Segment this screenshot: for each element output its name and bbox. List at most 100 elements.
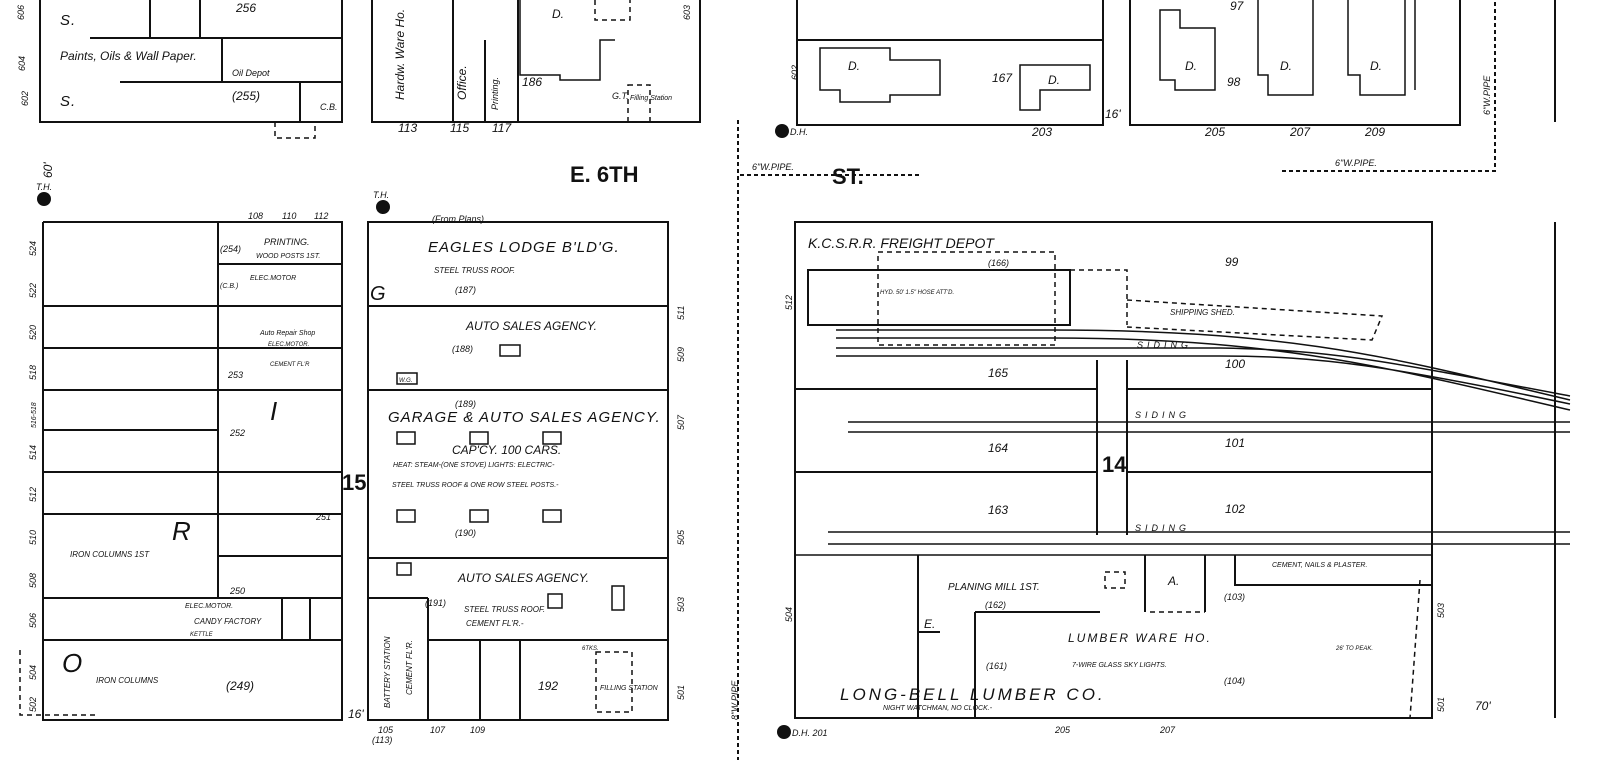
address-label: 504 bbox=[28, 665, 38, 680]
address-label: 508 bbox=[28, 573, 38, 588]
occupancy-label: (C.B.) bbox=[220, 283, 238, 290]
building-number: 163 bbox=[988, 503, 1008, 517]
address-label: 207 bbox=[1289, 125, 1311, 139]
address-label: 112 bbox=[314, 211, 328, 221]
building-number: 167 bbox=[992, 71, 1013, 85]
occupancy-label: STEEL TRUSS ROOF & ONE ROW STEEL POSTS.- bbox=[392, 482, 559, 489]
street-width: 60' bbox=[41, 162, 55, 178]
occupancy-label: LONG-BELL LUMBER CO. bbox=[840, 685, 1106, 704]
address-label: 512 bbox=[784, 295, 794, 310]
building-number: 102 bbox=[1225, 502, 1245, 516]
address-label: 108 bbox=[248, 211, 263, 221]
occupancy-label: E. bbox=[924, 617, 935, 631]
building-number: (255) bbox=[232, 89, 260, 103]
address-label: 113 bbox=[398, 121, 417, 135]
address-label: 503 bbox=[1436, 603, 1446, 618]
building-number: (188) bbox=[452, 344, 473, 354]
occupancy-label: Paints, Oils & Wall Paper. bbox=[60, 49, 197, 63]
address-label: 505 bbox=[676, 529, 686, 545]
occupancy-label: Hardw. Ware Ho. bbox=[393, 9, 407, 100]
occupancy-label: CANDY FACTORY bbox=[194, 617, 262, 626]
occupancy-label: Oil Depot bbox=[232, 68, 270, 78]
address-label: 203 bbox=[1031, 125, 1052, 139]
occupancy-label: CEMENT FL'R. bbox=[405, 640, 414, 695]
occupancy-label: Auto Repair Shop bbox=[259, 330, 315, 337]
hydrant-label: T.H. bbox=[373, 190, 389, 200]
building-number: (190) bbox=[455, 528, 476, 538]
occupancy-label: CEMENT, NAILS & PLASTER. bbox=[1272, 562, 1367, 569]
address-label: 115 bbox=[450, 121, 469, 135]
building-number: 192 bbox=[538, 679, 558, 693]
note-label: (From Plans) bbox=[432, 214, 484, 224]
occupancy-label: FILLING STATION bbox=[600, 685, 659, 692]
occupancy-label: Printing. bbox=[490, 77, 500, 110]
note-label: NIGHT WATCHMAN, NO CLOCK.- bbox=[883, 705, 993, 712]
alley-width: 16' bbox=[1105, 107, 1121, 121]
occupancy-label: D. bbox=[848, 59, 860, 73]
address-label: 207 bbox=[1159, 725, 1176, 735]
hydrant-icon bbox=[775, 124, 789, 138]
address-label: 107 bbox=[430, 725, 446, 735]
address-label: 506 bbox=[28, 613, 38, 628]
occupancy-label: SHIPPING SHED. bbox=[1170, 308, 1235, 317]
address-label: 205 bbox=[1054, 725, 1071, 735]
occupancy-label: D. bbox=[1280, 59, 1292, 73]
building-number: (191) bbox=[425, 598, 446, 608]
street-name: E. 6TH bbox=[570, 162, 638, 187]
occupancy-label: 6TKS. bbox=[582, 646, 599, 652]
block-letter: G bbox=[370, 283, 386, 305]
street-name: ST. bbox=[832, 164, 864, 189]
building-number: (249) bbox=[226, 679, 254, 693]
building-number: 253 bbox=[227, 370, 243, 380]
block-letter: O bbox=[62, 648, 82, 678]
note-label: 26' TO PEAK. bbox=[1335, 646, 1373, 652]
occupancy-label: CEMENT FL'R.- bbox=[466, 619, 524, 628]
street-e6th: E. 6TH ST. 60' 6"W.PIPE. 6"W.PIPE. 6"W.P… bbox=[41, 0, 1496, 760]
address-label: 516-518 bbox=[31, 402, 38, 428]
block-number: 14 bbox=[1102, 452, 1127, 477]
address-label: (113) bbox=[372, 735, 392, 745]
address-label: 522 bbox=[28, 283, 38, 298]
address-label: 606 bbox=[16, 5, 26, 20]
building-number: 256 bbox=[235, 1, 256, 15]
building-number: 97 bbox=[1230, 0, 1245, 13]
occupancy-label: D. bbox=[1370, 59, 1382, 73]
occupancy-label: IRON COLUMNS 1ST bbox=[70, 550, 150, 559]
building-number: (189) bbox=[455, 399, 476, 409]
street-width: 70' bbox=[1475, 699, 1491, 713]
occupancy-label: S. bbox=[60, 93, 76, 110]
water-pipe-label: 6"W.PIPE. bbox=[752, 162, 794, 172]
occupancy-label: EAGLES LODGE B'LD'G. bbox=[428, 239, 620, 256]
address-label: 514 bbox=[28, 445, 38, 460]
occupancy-label: IRON COLUMNS bbox=[96, 676, 159, 685]
occupancy-label: D. bbox=[552, 7, 564, 21]
siding-label: SIDING bbox=[1135, 410, 1190, 420]
address-label: 209 bbox=[1364, 125, 1385, 139]
occupancy-label: C.B. bbox=[320, 102, 338, 112]
building-number: 164 bbox=[988, 441, 1008, 455]
occupancy-label: HEAT: STEAM-(ONE STOVE) LIGHTS: ELECTRIC… bbox=[393, 462, 555, 469]
siding-label: SIDING bbox=[1137, 340, 1192, 350]
address-label: 602 bbox=[20, 91, 30, 106]
address-label: 109 bbox=[470, 725, 485, 735]
occupancy-label: Filling Station bbox=[630, 95, 672, 102]
occupancy-label: Office. bbox=[455, 65, 469, 100]
address-label: 507 bbox=[676, 414, 686, 430]
occupancy-label: GARAGE & AUTO SALES AGENCY. bbox=[388, 409, 661, 426]
water-pipe-label: 6"W.PIPE. bbox=[1335, 158, 1377, 168]
occupancy-label: STEEL TRUSS ROOF. bbox=[434, 266, 515, 275]
siding-label: SIDING bbox=[1135, 523, 1190, 533]
address-label: 117 bbox=[492, 121, 512, 135]
occupancy-label: PRINTING. bbox=[264, 237, 310, 247]
building-number: (187) bbox=[455, 285, 476, 295]
address-label: 518 bbox=[28, 365, 38, 380]
hydrant-label: T.H. bbox=[36, 182, 52, 192]
address-label: 510 bbox=[28, 530, 38, 545]
address-label: 512 bbox=[28, 487, 38, 502]
address-label: 501 bbox=[676, 685, 686, 700]
occupancy-label: AUTO SALES AGENCY. bbox=[457, 571, 589, 585]
address-label: 503 bbox=[676, 597, 686, 612]
address-label: 604 bbox=[17, 56, 27, 71]
address-label: 524 bbox=[28, 241, 38, 256]
block-right: K.C.S.R.R. FREIGHT DEPOT (166) HYD. 50' … bbox=[784, 221, 1571, 735]
